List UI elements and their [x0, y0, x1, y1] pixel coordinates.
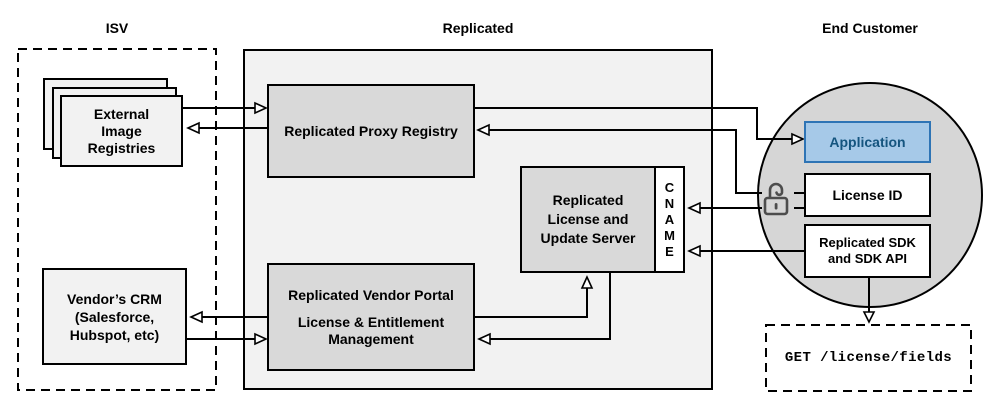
section-label-replicated: Replicated: [442, 20, 514, 36]
node-label-line: Replicated SDK: [819, 235, 916, 250]
cname-letter: N: [664, 195, 675, 211]
arrow-license-server-to-portal: [490, 273, 611, 340]
node-label-line: and SDK API: [828, 251, 907, 266]
node-label-line: License & Entitlement: [297, 313, 445, 330]
cname-letter: E: [665, 243, 674, 259]
node-label: Replicated Proxy Registry: [284, 123, 458, 139]
arrowhead-up-icon: [580, 275, 594, 289]
cname-strip: C N A M E: [654, 166, 685, 273]
arrowhead-right-icon: [254, 332, 268, 346]
vendors-crm-node: Vendor’s CRM (Salesforce, Hubspot, etc): [42, 268, 187, 365]
arrowhead-down-icon: [862, 311, 876, 324]
isv-dashed-frame: [17, 48, 217, 391]
arrowhead-left-icon: [186, 121, 200, 135]
arrow-proxy-to-application: [475, 107, 792, 140]
node-label-line: License and: [547, 211, 629, 227]
node-label-line: Update Server: [540, 230, 636, 246]
cname-letter: M: [664, 227, 675, 243]
endpoint-label: GET /license/fields: [784, 349, 953, 366]
cname-letter: C: [664, 179, 675, 195]
arrowhead-left-icon: [687, 244, 701, 258]
replicated-sdk-node: Replicated SDK and SDK API: [804, 224, 931, 278]
node-label-line: Replicated: [552, 192, 624, 208]
node-label-line: (Salesforce,: [74, 308, 155, 325]
license-id-node: License ID: [804, 173, 931, 217]
external-image-registries-node: External Image Registries: [60, 95, 183, 167]
node-label-line: Image: [101, 122, 142, 139]
arrowhead-left-icon: [477, 332, 491, 346]
application-node: Application: [804, 121, 931, 163]
node-label: License ID: [832, 187, 903, 203]
node-label-line: Management: [328, 330, 414, 347]
node-label-line: Hubspot, etc): [69, 326, 160, 343]
arrowhead-left-icon: [687, 201, 701, 215]
arrowhead-left-icon: [476, 123, 490, 137]
node-label-line: Registries: [87, 139, 156, 156]
unlock-icon: [762, 178, 794, 218]
node-label-line: Vendor’s CRM: [67, 290, 162, 307]
arrow-portal-to-license-server: [475, 288, 588, 318]
get-license-fields-node: GET /license/fields: [765, 324, 972, 391]
node-label-line: External: [93, 105, 150, 122]
replicated-vendor-portal-node: Replicated Vendor Portal License & Entit…: [267, 263, 475, 371]
replicated-proxy-registry-node: Replicated Proxy Registry: [267, 84, 475, 178]
section-label-isv: ISV: [105, 20, 129, 36]
arrowhead-right-icon: [791, 132, 805, 146]
replicated-license-update-server-node: Replicated License and Update Server: [520, 166, 656, 273]
node-label: Application: [829, 134, 906, 150]
section-label-end-customer: End Customer: [822, 20, 918, 36]
cname-letter: A: [664, 211, 675, 227]
arrowhead-right-icon: [254, 101, 268, 115]
node-title: Replicated Vendor Portal: [288, 286, 454, 303]
arrowhead-left-icon: [189, 310, 203, 324]
